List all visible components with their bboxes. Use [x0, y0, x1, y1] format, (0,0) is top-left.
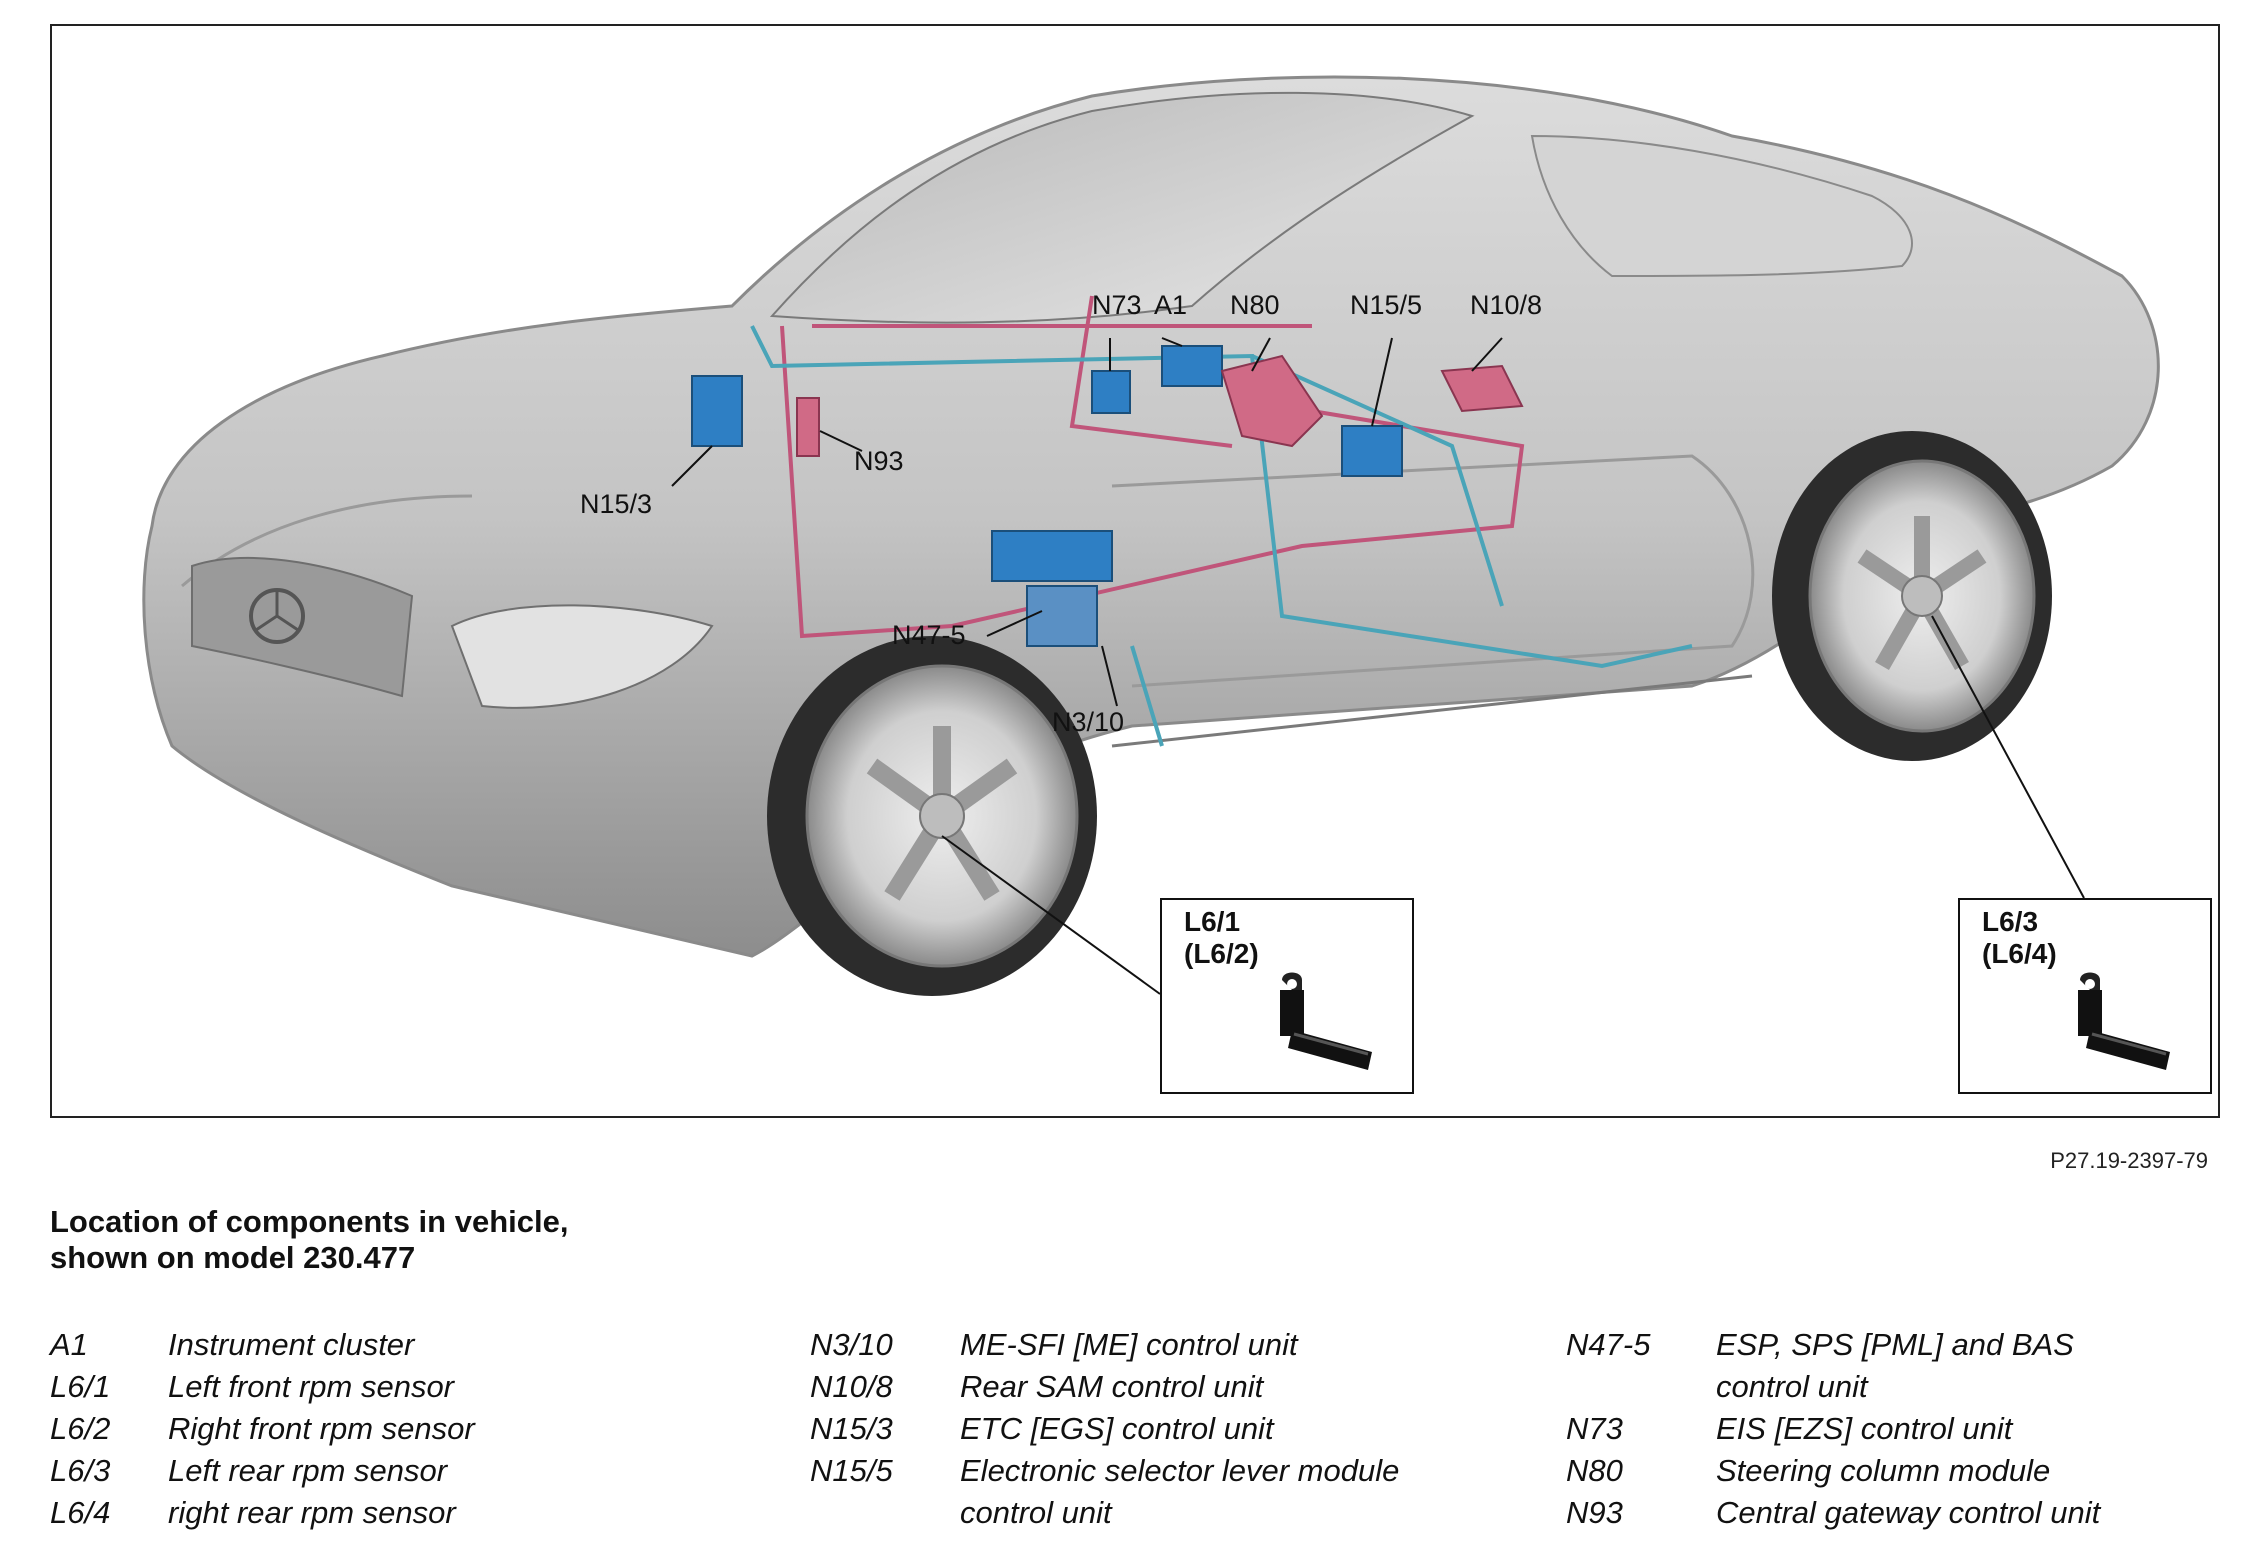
- caption: Location of components in vehicle, shown…: [50, 1204, 568, 1276]
- callout-a1: A1: [1154, 290, 1187, 320]
- legend-row: control unit: [810, 1492, 1550, 1534]
- legend-row: N73 EIS [EZS] control unit: [1566, 1408, 2246, 1450]
- rpm-sensor-icon: [2078, 972, 2170, 1070]
- legend-row: N93 Central gateway control unit: [1566, 1492, 2246, 1534]
- legend-code: N73: [1566, 1411, 1623, 1446]
- legend-code: A1: [50, 1327, 88, 1362]
- legend-code: N15/3: [810, 1411, 893, 1446]
- legend-row: L6/2 Right front rpm sensor: [50, 1408, 750, 1450]
- car-body: [142, 75, 2160, 958]
- car-illustration: N73 A1 N80 N15/5 N10/8 N15/3 N93 N47-5 N…: [142, 75, 2160, 996]
- legend-row: A1 Instrument cluster: [50, 1324, 750, 1366]
- legend-row: N10/8 Rear SAM control unit: [810, 1366, 1550, 1408]
- callout-n47-5: N47-5: [892, 620, 966, 650]
- n10-8-component: [1440, 364, 1524, 413]
- legend-row: N3/10 ME-SFI [ME] control unit: [810, 1324, 1550, 1366]
- legend-row: L6/4 right rear rpm sensor: [50, 1492, 750, 1534]
- callout-n3-10: N3/10: [1052, 707, 1124, 737]
- legend-desc: ESP, SPS [PML] and BAS: [1716, 1327, 2074, 1362]
- inset-rear-label: L6/3 (L6/4): [1982, 906, 2057, 970]
- legend-row: N80 Steering column module: [1566, 1450, 2246, 1492]
- front-wheel: [767, 636, 1097, 996]
- rear-wheel: [1772, 431, 2052, 761]
- inset-front-line2: (L6/2): [1184, 938, 1259, 969]
- caption-line1: Location of components in vehicle,: [50, 1204, 569, 1239]
- legend-desc: right rear rpm sensor: [168, 1495, 456, 1530]
- legend-desc: control unit: [1716, 1369, 1868, 1404]
- legend-desc: Instrument cluster: [168, 1327, 415, 1362]
- legend-desc: ETC [EGS] control unit: [960, 1411, 1274, 1446]
- legend-row: L6/3 Left rear rpm sensor: [50, 1450, 750, 1492]
- legend-code: N15/5: [810, 1453, 893, 1488]
- legend-desc: ME-SFI [ME] control unit: [960, 1327, 1298, 1362]
- inset-front-rpm-sensor: L6/1 (L6/2): [1160, 898, 1414, 1094]
- legend-row: L6/1 Left front rpm sensor: [50, 1366, 750, 1408]
- rpm-sensor-icon: [1280, 972, 1372, 1070]
- legend-code: L6/3: [50, 1453, 111, 1488]
- a1-component: [1161, 345, 1223, 387]
- legend-desc: control unit: [960, 1495, 1112, 1530]
- n47-5-component: [991, 530, 1113, 582]
- leader-lines: [671, 337, 2085, 995]
- callout-n93: N93: [854, 446, 904, 476]
- inset-front-label: L6/1 (L6/2): [1184, 906, 1259, 970]
- vehicle-component-diagram: N73 A1 N80 N15/5 N10/8 N15/3 N93 N47-5 N…: [50, 24, 2220, 1118]
- inset-rear-line1: L6/3: [1982, 906, 2039, 937]
- callout-n10-8: N10/8: [1470, 290, 1542, 320]
- callout-n73: N73: [1092, 290, 1142, 320]
- legend-code: L6/1: [50, 1369, 111, 1404]
- legend-code: L6/2: [50, 1411, 111, 1446]
- n73-component: [1091, 370, 1131, 414]
- brand-emblem: [249, 588, 305, 644]
- side-window: [1530, 134, 1913, 278]
- wiring-pink: [780, 295, 1525, 639]
- callout-n15-5: N15/5: [1350, 290, 1422, 320]
- reference-code: P27.19-2397-79: [2050, 1148, 2208, 1173]
- legend-column-3: N47-5 ESP, SPS [PML] and BAS control unit…: [1566, 1324, 2246, 1534]
- legend-desc: Left front rpm sensor: [168, 1369, 455, 1404]
- legend-row: control unit: [1566, 1366, 2246, 1408]
- legend-code: N10/8: [810, 1369, 893, 1404]
- inset-front-line1: L6/1: [1184, 906, 1241, 937]
- inset-rear-rpm-sensor: L6/3 (L6/4): [1958, 898, 2212, 1094]
- callout-n15-3: N15/3: [580, 489, 652, 519]
- windshield: [769, 91, 1475, 324]
- legend-code: N80: [1566, 1453, 1623, 1488]
- legend-desc: Central gateway control unit: [1716, 1495, 2101, 1530]
- legend-row: N47-5 ESP, SPS [PML] and BAS: [1566, 1324, 2246, 1366]
- legend-desc: Right front rpm sensor: [168, 1411, 475, 1446]
- caption-line2: shown on model 230.477: [50, 1240, 416, 1275]
- legend-code: N93: [1566, 1495, 1623, 1530]
- legend-row: N15/5 Electronic selector lever module: [810, 1450, 1550, 1492]
- legend-desc: Rear SAM control unit: [960, 1369, 1264, 1404]
- legend-desc: Electronic selector lever module: [960, 1453, 1400, 1488]
- headlight: [450, 604, 714, 709]
- legend-desc: EIS [EZS] control unit: [1716, 1411, 2013, 1446]
- callout-n80: N80: [1230, 290, 1280, 320]
- legend-column-2: N3/10 ME-SFI [ME] control unit N10/8 Rear …: [810, 1324, 1550, 1534]
- n15-5-component: [1341, 425, 1403, 477]
- legend-desc: Left rear rpm sensor: [168, 1453, 448, 1488]
- legend-code: L6/4: [50, 1495, 111, 1530]
- legend-desc: Steering column module: [1716, 1453, 2051, 1488]
- legend-code: N3/10: [810, 1327, 893, 1362]
- legend-code: N47-5: [1566, 1327, 1651, 1362]
- n3-10-component: [1026, 585, 1098, 647]
- inset-rear-line2: (L6/4): [1982, 938, 2057, 969]
- n93-component: [796, 397, 820, 457]
- wiring-teal: [750, 325, 1693, 747]
- n15-3-component: [691, 375, 743, 447]
- legend-column-1: A1 Instrument cluster L6/1 Left front rpm …: [50, 1324, 750, 1534]
- legend-row: N15/3 ETC [EGS] control unit: [810, 1408, 1550, 1450]
- n80-component: [1220, 354, 1324, 448]
